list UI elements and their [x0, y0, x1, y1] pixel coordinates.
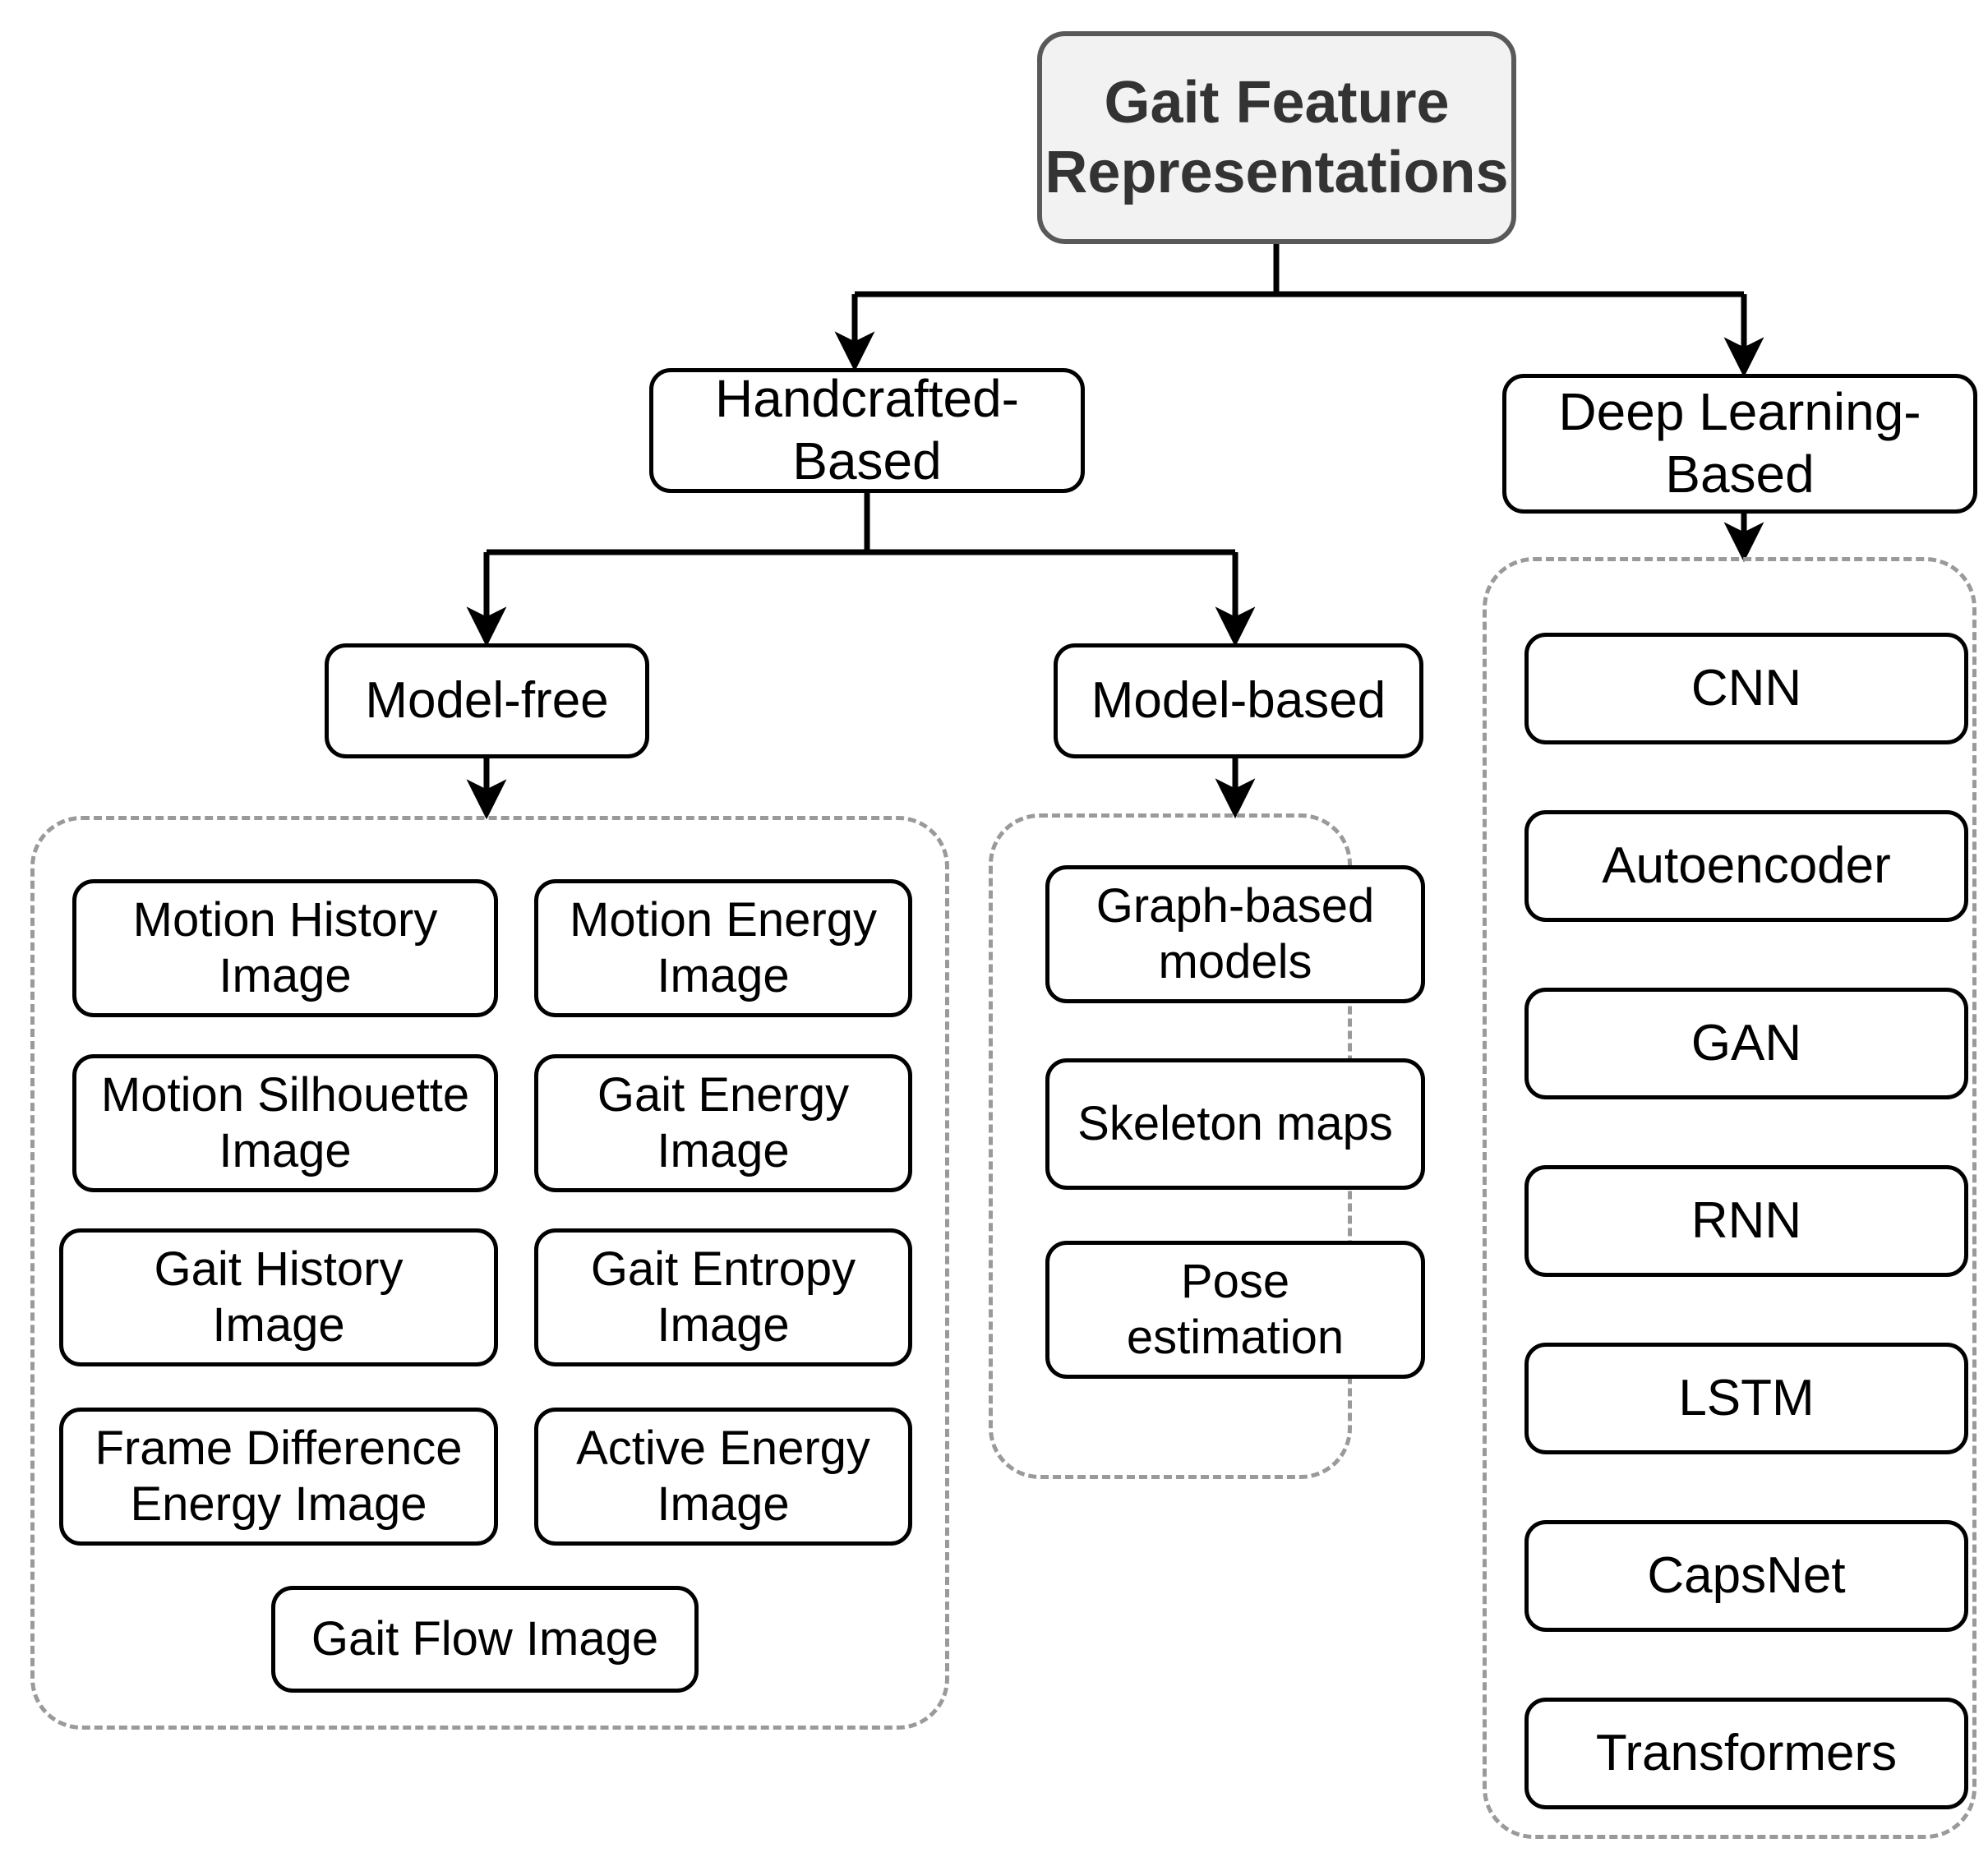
- leaf-lstm[interactable]: LSTM: [1524, 1343, 1968, 1454]
- leaf-active-energy-image[interactable]: Active Energy Image: [534, 1408, 912, 1546]
- leaf-line2: Image: [657, 1477, 790, 1531]
- leaf-autoencoder[interactable]: Autoencoder: [1524, 810, 1968, 922]
- leaf-label: RNN: [1690, 1192, 1802, 1250]
- leaf-line2: Energy Image: [130, 1477, 427, 1531]
- leaf-gait-flow-image[interactable]: Gait Flow Image: [271, 1586, 699, 1693]
- leaf-line1: Gait Energy: [597, 1067, 850, 1122]
- model-based-label: Model-based: [1091, 672, 1386, 730]
- leaf-line1: Pose: [1180, 1254, 1290, 1308]
- leaf-gait-history-image[interactable]: Gait History Image: [59, 1228, 498, 1366]
- leaf-transformers[interactable]: Transformers: [1524, 1698, 1968, 1809]
- handcrafted-label-line2: Based: [792, 431, 942, 491]
- deep-learning-label-line1: Deep Learning-: [1558, 382, 1921, 442]
- leaf-line1: Active Energy: [576, 1421, 870, 1475]
- leaf-line2: Image: [657, 949, 790, 1002]
- node-model-based[interactable]: Model-based: [1054, 643, 1423, 758]
- leaf-line1: Gait Entropy: [590, 1242, 856, 1296]
- leaf-label: CNN: [1690, 660, 1802, 717]
- leaf-line2: Image: [212, 1298, 345, 1352]
- leaf-line2: Image: [657, 1298, 790, 1352]
- leaf-line2: Image: [219, 1124, 352, 1177]
- leaf-cnn[interactable]: CNN: [1524, 633, 1968, 744]
- leaf-line1: Motion History: [132, 892, 438, 947]
- leaf-capsnet[interactable]: CapsNet: [1524, 1520, 1968, 1632]
- leaf-label: LSTM: [1678, 1370, 1815, 1427]
- leaf-gan[interactable]: GAN: [1524, 988, 1968, 1099]
- leaf-pose-estimation[interactable]: Pose estimation: [1045, 1241, 1425, 1379]
- handcrafted-label-line1: Handcrafted-: [715, 369, 1019, 429]
- leaf-motion-history-image[interactable]: Motion History Image: [72, 879, 498, 1017]
- node-handcrafted-based[interactable]: Handcrafted- Based: [649, 368, 1085, 493]
- leaf-line1: Graph-based: [1095, 878, 1375, 933]
- root-label-line1: Gait Feature: [1104, 69, 1450, 136]
- deep-learning-label-line2: Based: [1665, 445, 1815, 504]
- leaf-skeleton-maps[interactable]: Skeleton maps: [1045, 1058, 1425, 1190]
- group-model-free-items: [30, 816, 949, 1730]
- leaf-label: GAN: [1690, 1015, 1802, 1072]
- leaf-line1: Gait History: [154, 1242, 404, 1296]
- leaf-label: Transformers: [1595, 1725, 1898, 1782]
- leaf-line1: Motion Energy: [570, 892, 877, 947]
- root-label-line2: Representations: [1045, 139, 1509, 205]
- leaf-label: Autoencoder: [1602, 837, 1891, 895]
- leaf-line1: Gait Flow Image: [311, 1611, 659, 1666]
- model-free-label: Model-free: [365, 672, 609, 730]
- leaf-motion-silhouette-image[interactable]: Motion Silhouette Image: [72, 1054, 498, 1192]
- node-gait-feature-representations[interactable]: Gait Feature Representations: [1037, 31, 1516, 244]
- leaf-line2: Image: [657, 1124, 790, 1177]
- leaf-motion-energy-image[interactable]: Motion Energy Image: [534, 879, 912, 1017]
- leaf-line1: Skeleton maps: [1077, 1096, 1393, 1150]
- leaf-line2: Image: [219, 949, 352, 1002]
- group-deep-learning-items: [1483, 557, 1976, 1839]
- node-deep-learning-based[interactable]: Deep Learning- Based: [1502, 374, 1977, 514]
- leaf-line2: estimation: [1126, 1311, 1345, 1364]
- node-model-free[interactable]: Model-free: [325, 643, 649, 758]
- leaf-graph-based-models[interactable]: Graph-based models: [1045, 865, 1425, 1003]
- leaf-gait-entropy-image[interactable]: Gait Entropy Image: [534, 1228, 912, 1366]
- leaf-line2: models: [1158, 935, 1312, 988]
- leaf-line1: Frame Difference: [95, 1421, 463, 1475]
- leaf-frame-difference-energy-image[interactable]: Frame Difference Energy Image: [59, 1408, 498, 1546]
- leaf-gait-energy-image[interactable]: Gait Energy Image: [534, 1054, 912, 1192]
- leaf-label: CapsNet: [1647, 1547, 1846, 1605]
- leaf-line1: Motion Silhouette: [100, 1067, 470, 1122]
- leaf-rnn[interactable]: RNN: [1524, 1165, 1968, 1277]
